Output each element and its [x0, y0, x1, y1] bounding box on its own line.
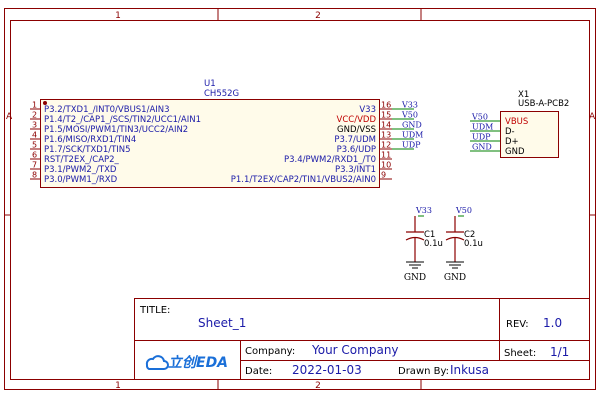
x1-net-label: UDP — [472, 133, 491, 142]
date-value: 2022-01-03 — [292, 363, 362, 377]
cloud-icon — [145, 355, 169, 370]
u1-pin-name: V33 — [359, 105, 376, 115]
x1-designator: X1 — [518, 90, 529, 100]
c1-designator: C1 — [424, 230, 435, 240]
company-label: Company: — [245, 346, 295, 357]
rev-label: REV: — [506, 319, 529, 330]
net-label-udp: UDP — [402, 141, 421, 150]
c1-capacitor[interactable]: V33 C1 0.1u GND — [404, 206, 443, 283]
x1-pin-name: GND — [505, 147, 525, 157]
sheet-border — [4, 8, 596, 390]
bottom-zone-1: 1 — [115, 381, 121, 391]
u1-pin-name: P3.0/PWM1_/RXD — [44, 175, 118, 185]
left-zone-a: A — [6, 112, 13, 122]
u1-pin-number: 15 — [381, 111, 391, 120]
u1-pin-number: 5 — [32, 141, 37, 150]
u1-pin-name: P1.6/MISO/RXD1/TIN4 — [44, 135, 136, 145]
drawn-label: Drawn By: — [398, 366, 449, 377]
u1-pin-name: P3.1/PWM2_/TXD — [44, 165, 117, 175]
u1-right-pins: 16 V33 V33 15 VCC/VDD V50 14 GND/VSS GND 13 P3.7/U… — [231, 101, 424, 186]
c1-top-net: V33 — [415, 206, 432, 215]
logo-text: 立创EDA — [168, 354, 228, 371]
u1-pin-number: 8 — [32, 171, 37, 180]
sheet-inner-border — [10, 20, 590, 380]
x1-part: USB-A-PCB2 — [518, 99, 569, 109]
u1-pin-number: 6 — [32, 151, 37, 160]
rev-value: 1.0 — [543, 316, 562, 330]
u1-pin-number: 12 — [381, 141, 391, 150]
u1-left-pins: 1 P3.2/TXD1_/INT0/VBUS1/AIN3 2 P1.4/T2_/CAP… — [30, 101, 201, 185]
top-zone-2: 2 — [315, 11, 321, 21]
net-label-v50: V50 — [401, 111, 418, 120]
net-label-gnd: GND — [402, 121, 422, 130]
sheet-label: Sheet: — [504, 348, 536, 359]
x1-net-label: UDM — [472, 123, 493, 132]
u1-pin-name: P1.1/T2EX/CAP2/TIN1/VBUS2/AIN0 — [231, 175, 376, 185]
pin1-marker — [43, 101, 47, 105]
u1-part: CH552G — [204, 89, 239, 99]
x1-net-label: GND — [472, 143, 492, 152]
sheet-value: 1/1 — [550, 345, 569, 359]
bottom-zone-2: 2 — [315, 381, 321, 391]
u1-pin-name: P3.4/PWM2/RXD1_/T0 — [284, 155, 376, 165]
right-zone-a: A — [589, 112, 596, 122]
u1-pin-number: 2 — [32, 111, 37, 120]
u1-pin-name: P1.7/SCK/TXD1/TIN5 — [44, 145, 131, 155]
c1-value: 0.1u — [424, 239, 443, 249]
drawn-value: Inkusa — [450, 363, 489, 377]
u1-pin-number: 7 — [32, 161, 37, 170]
u1-pin-name: P3.3/INT1 — [335, 165, 376, 175]
u1-body[interactable] — [40, 99, 380, 188]
company-value: Your Company — [311, 343, 399, 357]
u1-pin-number: 13 — [381, 131, 391, 140]
c2-capacitor[interactable]: V50 C2 0.1u GND — [444, 206, 483, 283]
x1-net-label: V50 — [471, 113, 488, 122]
u1-pin-name: GND/VSS — [337, 125, 376, 135]
title-block: TITLE: Sheet_1 REV: 1.0 Company: Your Co… — [134, 298, 590, 380]
u1-pin-number: 3 — [32, 121, 37, 130]
c2-designator: C2 — [464, 230, 475, 240]
u1-pin-number: 4 — [32, 131, 37, 140]
u1-pin-number: 16 — [381, 101, 391, 110]
c2-top-net: V50 — [455, 206, 472, 215]
u1-pin-number: 9 — [381, 171, 386, 180]
net-label-v33: V33 — [401, 101, 418, 110]
easyeda-logo: 立创EDA — [145, 354, 228, 371]
c2-value: 0.1u — [464, 239, 483, 249]
title-label: TITLE: — [139, 305, 170, 316]
u1-pin-number: 14 — [381, 121, 391, 130]
u1-pin-number: 1 — [32, 101, 37, 110]
x1-pin-name: D- — [505, 127, 515, 137]
u1-pin-name: P3.6/UDP — [337, 145, 376, 155]
u1-designator: U1 — [204, 79, 216, 89]
date-label: Date: — [245, 366, 272, 377]
u1-pin-name: P1.5/MOSI/PWM1/TIN3/UCC2/AIN2 — [44, 125, 188, 135]
c2-gnd-label: GND — [444, 273, 466, 283]
c1-gnd-label: GND — [404, 273, 426, 283]
net-label-udm: UDM — [402, 131, 423, 140]
sheet-title: Sheet_1 — [198, 316, 246, 330]
u1-pin-name: P3.2/TXD1_/INT0/VBUS1/AIN3 — [44, 105, 170, 115]
top-zone-1: 1 — [115, 11, 121, 21]
u1-pin-name: VCC/VDD — [337, 115, 377, 125]
u1-pin-name: RST/T2EX_/CAP2_ — [44, 155, 120, 165]
x1-pin-name: D+ — [505, 137, 519, 147]
u1-pin-name: P1.4/T2_/CAP1_/SCS/TIN2/UCC1/AIN1 — [44, 115, 201, 125]
u1-pin-name: P3.7/UDM — [334, 135, 376, 145]
u1-pin-number: 11 — [381, 151, 391, 160]
x1-pin-name: VBUS — [505, 117, 528, 127]
x1-body[interactable] — [500, 111, 559, 158]
u1-pin-number: 10 — [381, 161, 391, 170]
